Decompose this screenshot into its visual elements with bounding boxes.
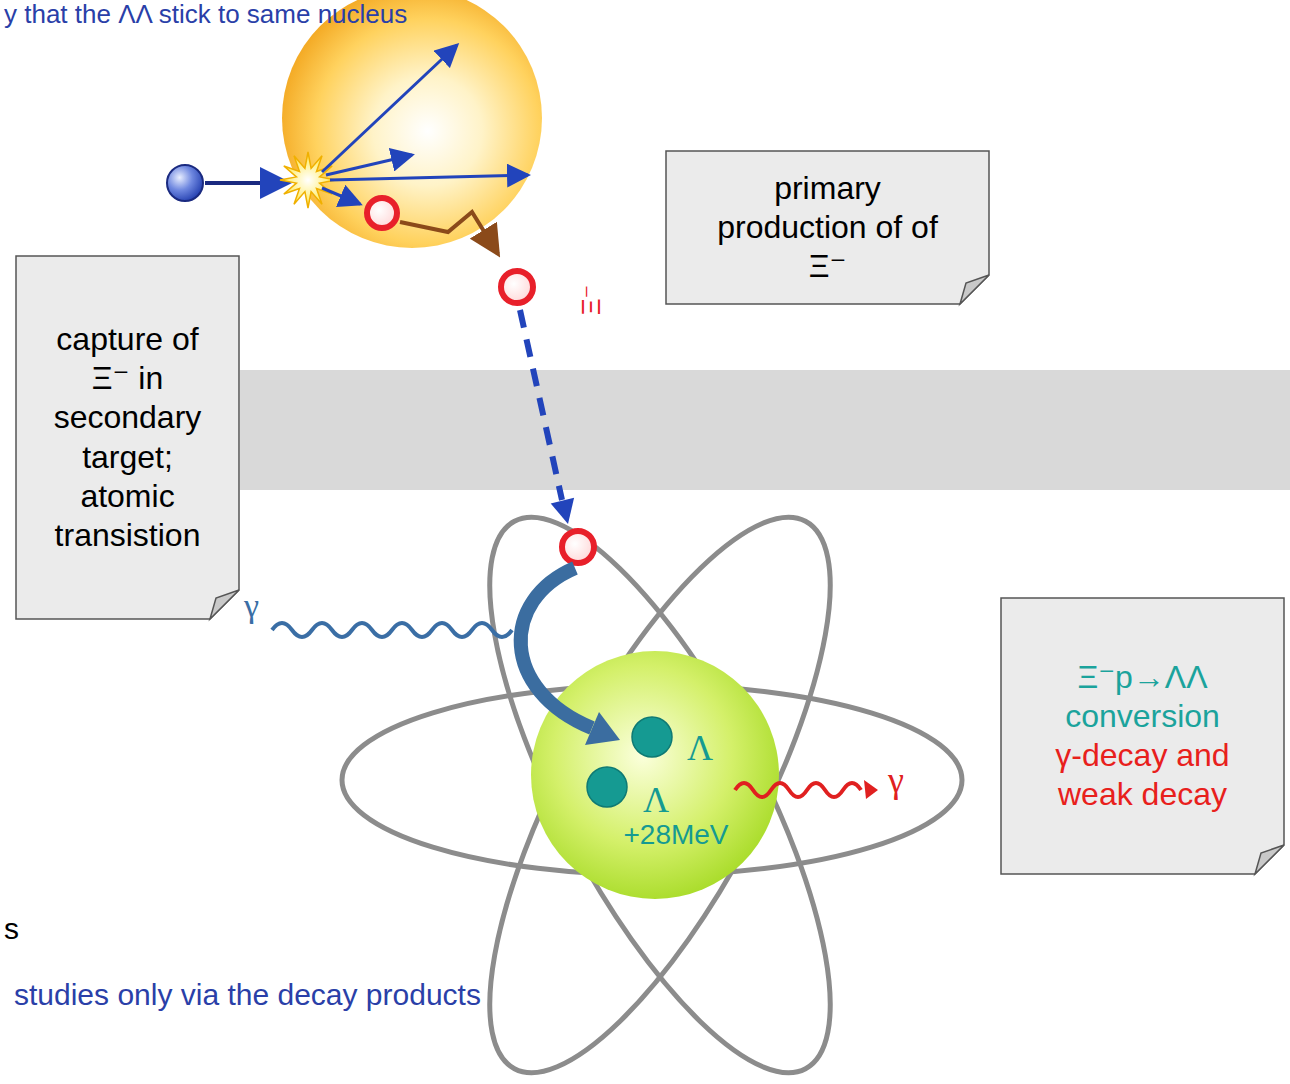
- gamma-wave: [735, 783, 861, 797]
- lambda-particle: [632, 717, 672, 757]
- note-text: γ-decay and weak decay: [1040, 736, 1245, 814]
- note-body: [16, 256, 239, 619]
- particle-label: Ξ⁻: [577, 285, 607, 316]
- note-box: primary production of of Ξ⁻: [665, 150, 990, 305]
- note-outline: [15, 255, 240, 620]
- grey-band: [240, 370, 1290, 490]
- lambda-particle: [587, 767, 627, 807]
- cut-heading: y that the ΛΛ stick to same nucleus: [4, 0, 407, 30]
- collision-burst: [280, 152, 336, 208]
- note-box: capture of Ξ⁻ in secondary target; atomi…: [15, 255, 240, 620]
- note-body: [666, 151, 989, 304]
- photon-label: γ: [244, 586, 259, 625]
- target-nucleus: [282, 0, 542, 248]
- xi-particle: [367, 198, 397, 228]
- ejectile-arrow: [330, 175, 528, 180]
- nucleus-shape: [530, 650, 780, 900]
- nucleus-label: Λ: [687, 730, 713, 766]
- note-box: Ξ⁻p→ΛΛ conversionγ-decay and weak decay: [1000, 597, 1285, 875]
- beam-arrow: [205, 181, 288, 185]
- nucleus-label: Λ: [643, 782, 669, 818]
- rescatter-path: [400, 212, 498, 254]
- gamma-arrowhead: [864, 780, 878, 799]
- xi-particle: [501, 271, 533, 303]
- atomic-orbit: [426, 474, 894, 1084]
- photon-label: γ: [888, 760, 904, 801]
- hypernucleus: ΛΛ +28MeV: [530, 650, 780, 900]
- note-fold: [210, 590, 239, 619]
- note-body: [1001, 598, 1284, 874]
- note-text: capture of Ξ⁻ in secondary target; atomi…: [35, 320, 220, 554]
- xray-wave: [272, 623, 512, 637]
- note-text: primary production of of Ξ⁻: [705, 169, 950, 286]
- note-fold: [1255, 845, 1284, 874]
- nucleus-label: +28MeV: [623, 821, 728, 849]
- xi-particle: [562, 531, 594, 563]
- note-fold: [960, 275, 989, 304]
- note-outline: [1000, 597, 1285, 875]
- beam-particle: [167, 165, 203, 201]
- capture-arrow: [521, 568, 592, 728]
- ejectile-arrow: [326, 155, 412, 175]
- ejectile-arrow: [322, 45, 457, 172]
- capture-arrowhead: [585, 712, 620, 745]
- cut-text: s: [4, 912, 19, 947]
- atomic-orbit: [426, 474, 894, 1084]
- ejectile-arrow: [322, 188, 360, 204]
- nucleus-body: [531, 651, 779, 899]
- note-text: studies only via the decay products: [10, 978, 485, 1013]
- transfer-arrow: [520, 310, 562, 500]
- note-text: Ξ⁻p→ΛΛ conversion: [1040, 658, 1245, 736]
